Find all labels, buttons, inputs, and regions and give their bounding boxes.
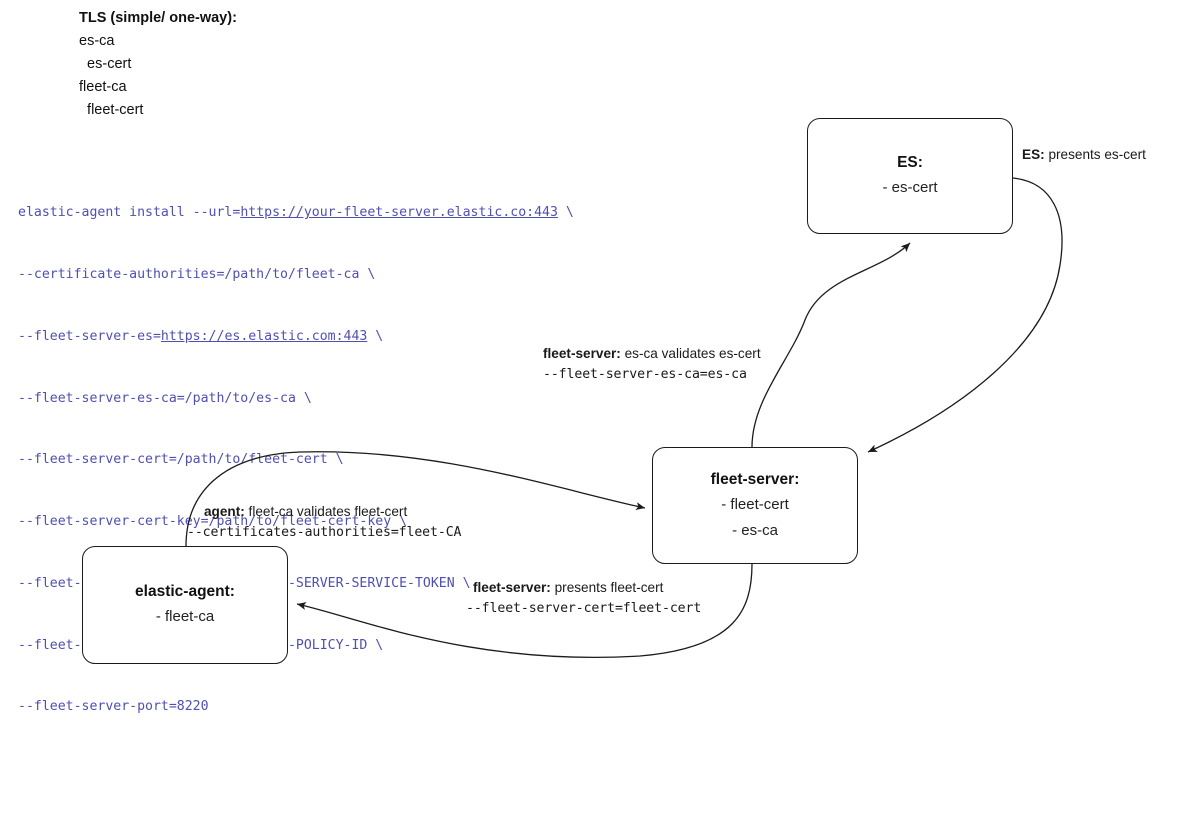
edge-label-fleet-presents-text: presents fleet-cert — [550, 580, 664, 595]
command-line-6: --fleet-server-cert-key=/path/to/fleet-c… — [18, 514, 408, 530]
command-line-2: --certificate-authorities=/path/to/fleet… — [18, 266, 376, 282]
edge-agent-to-fleet — [185, 451, 646, 547]
edge-label-es-presents: ES: presents es-cert — [1022, 144, 1146, 165]
edge-label-fleet-presents-row: fleet-server: presents fleet-cert — [473, 577, 701, 598]
command-line-4: --fleet-server-es-ca=/path/to/es-ca \ — [18, 390, 312, 406]
node-es-line-1: - es-cert — [882, 179, 938, 196]
node-elastic-agent[interactable]: elastic-agent: - fleet-ca — [82, 546, 288, 664]
edge-label-agent-validates-strong: agent: — [204, 504, 245, 519]
command-line-3-url[interactable]: https://es.elastic.com:443 — [160, 328, 368, 344]
edge-fleet-to-agent — [296, 563, 753, 658]
edge-label-fleet-validates-row: fleet-server: es-ca validates es-cert — [543, 343, 761, 364]
tls-note-line-es-ca: es-ca — [79, 33, 115, 49]
command-line-3: --fleet-server-es=https://es.elastic.com… — [18, 327, 574, 348]
command-line-1: elastic-agent install --url=https://your… — [18, 203, 574, 224]
edge-label-fleet-validates-flag: --fleet-server-es-ca=es-ca — [543, 367, 747, 382]
edge-label-fleet-presents-strong: fleet-server: — [473, 580, 551, 595]
node-fleet-server[interactable]: fleet-server: - fleet-cert - es-ca — [652, 447, 858, 564]
command-line-1-post: \ — [557, 205, 574, 221]
command-line-1-pre: elastic-agent install --url= — [18, 205, 241, 221]
edge-label-agent-validates-text: fleet-ca validates fleet-cert — [244, 504, 408, 519]
tls-note-heading: TLS (simple/ one-way): — [79, 10, 237, 26]
edge-label-fleet-validates: fleet-server: es-ca validates es-cert --… — [543, 343, 761, 385]
command-line-3-pre: --fleet-server-es= — [18, 328, 161, 344]
tls-note-line-es-cert: es-cert — [79, 56, 132, 72]
edge-label-es-presents-row: ES: presents es-cert — [1022, 144, 1146, 165]
node-elastic-agent-title: elastic-agent: — [135, 583, 235, 600]
edge-label-fleet-validates-text: es-ca validates es-cert — [620, 346, 761, 361]
command-line-3-post: \ — [367, 328, 384, 344]
node-es-title: ES: — [897, 154, 923, 171]
edge-label-agent-validates-row: agent: fleet-ca validates fleet-cert — [204, 501, 461, 522]
edge-label-es-presents-text: presents es-cert — [1044, 147, 1146, 162]
edge-label-fleet-presents: fleet-server: presents fleet-cert --flee… — [466, 577, 701, 619]
node-fleet-server-title: fleet-server: — [710, 470, 800, 488]
tls-note: TLS (simple/ one-way): es-ca es-cert fle… — [79, 7, 237, 122]
edge-fleet-to-es — [751, 242, 911, 448]
node-es[interactable]: ES: - es-cert — [807, 118, 1013, 234]
edge-label-agent-validates: agent: fleet-ca validates fleet-cert --c… — [187, 501, 461, 543]
edge-label-agent-validates-flag: --certificates-authorities=fleet-CA — [187, 525, 462, 540]
edge-label-fleet-presents-flag: --fleet-server-cert=fleet-cert — [466, 601, 702, 616]
command-line-5: --fleet-server-cert=/path/to/fleet-cert … — [18, 452, 344, 468]
node-fleet-server-line-1: - fleet-cert — [721, 495, 789, 513]
command-line-1-url[interactable]: https://your-fleet-server.elastic.co:443 — [240, 205, 558, 221]
tls-note-line-fleet-ca: fleet-ca — [79, 79, 127, 95]
node-fleet-server-line-2: - es-ca — [732, 521, 778, 539]
command-line-9: --fleet-server-port=8220 — [18, 699, 209, 715]
tls-note-line-fleet-cert: fleet-cert — [79, 102, 144, 118]
edge-label-fleet-validates-strong: fleet-server: — [543, 346, 621, 361]
node-elastic-agent-line-1: - fleet-ca — [155, 608, 215, 625]
edge-es-to-fleet — [867, 177, 1063, 453]
edge-label-es-presents-strong: ES: — [1022, 147, 1045, 162]
